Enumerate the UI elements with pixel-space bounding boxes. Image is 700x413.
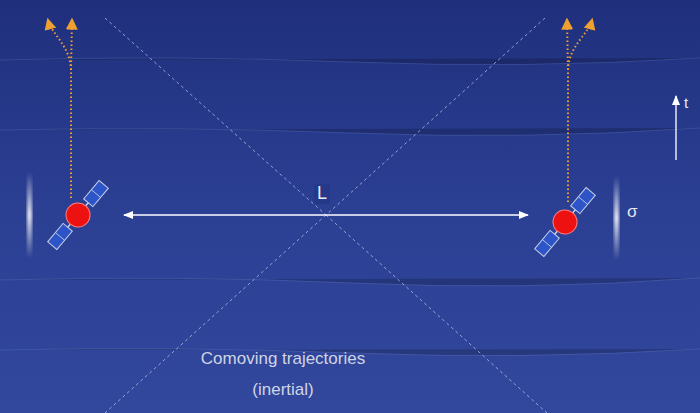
- satellite: [43, 177, 113, 254]
- caption-note: Comoving trajectories (inertial): [188, 343, 378, 406]
- light-cone: [105, 18, 547, 413]
- distance-arrow: [124, 214, 528, 216]
- axis-label: t: [684, 94, 688, 112]
- time-arrow: [675, 96, 677, 160]
- width-label: σ: [627, 202, 638, 222]
- trajectory: [48, 20, 592, 202]
- uncertainty-bar: [27, 172, 32, 258]
- water-texture: [0, 58, 700, 356]
- distance-label: L: [314, 184, 330, 204]
- satellite: [530, 184, 600, 261]
- uncertainty-bar: [614, 176, 619, 260]
